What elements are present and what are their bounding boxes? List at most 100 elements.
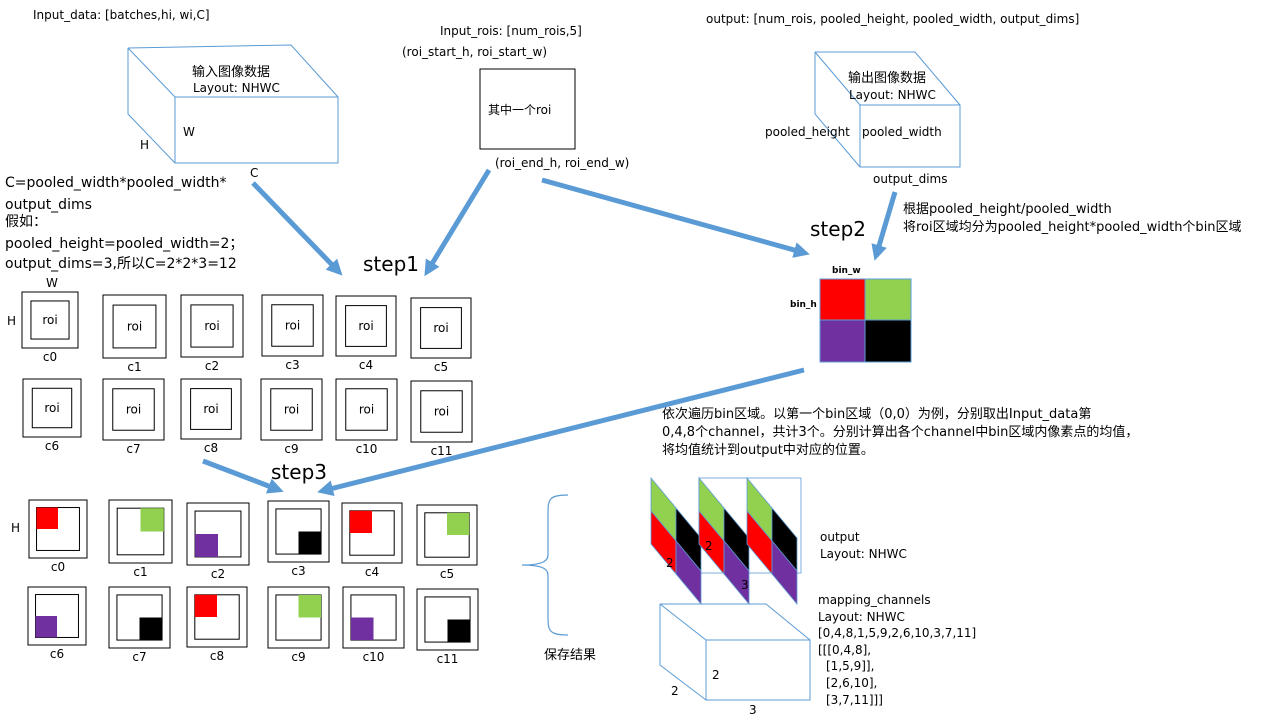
result-frame (108, 499, 173, 564)
result-frame (416, 588, 479, 651)
step3-desc-line3: 将均值统计到output中对应的位置。 (662, 442, 874, 458)
output-cube-title: 输出图像数据 (848, 70, 926, 86)
channel-roi-box (345, 305, 387, 347)
result-channel-label: c2 (211, 567, 225, 581)
channel-cell: roi c9 (260, 378, 323, 456)
roi-box-label: 其中一个roi (488, 102, 551, 117)
channel-label: c9 (284, 442, 298, 456)
result-cell: c5 (416, 504, 478, 581)
channel-roi-box (112, 304, 157, 349)
step3-desc-line1: 依次遍历bin区域。以第一个bin区域（0,0）为例，分别取出Input_dat… (662, 406, 1091, 422)
result-channel-label: c8 (210, 649, 224, 663)
output-block-label: output (820, 530, 860, 544)
result-cell: c6 (27, 586, 87, 661)
output-cube (814, 51, 961, 168)
channel-roi-box (270, 388, 313, 431)
result-frame (28, 499, 88, 559)
result-bin-black (139, 617, 163, 641)
channel-roi-label: roi (204, 319, 219, 333)
result-cell: c8 (186, 586, 248, 663)
result-bin-red (349, 510, 372, 533)
result-cell: c2 (186, 502, 250, 581)
output-block-dim-2a: 2 (666, 556, 674, 570)
channel-roi-box (30, 300, 70, 340)
input-cube (127, 44, 339, 164)
channel-frame (180, 378, 242, 440)
input-cube-h: H (140, 138, 149, 152)
channel-frame (261, 294, 324, 357)
arrow-grid-to-step3 (202, 458, 284, 494)
input-cube-layout: Layout: NHWC (193, 81, 280, 95)
result-bin-purple (350, 617, 374, 641)
result-channel-label: c3 (291, 564, 305, 578)
channel-grid: roic0roic1roic2roic3roic4roic5roic6roic7… (21, 291, 473, 458)
result-frame (267, 586, 330, 649)
mapping-layout: Layout: NHWC (818, 610, 905, 624)
output-dims-label: output_dims (873, 172, 947, 186)
channel-roi-box (271, 304, 314, 347)
result-h-label: H (11, 521, 20, 535)
channel-roi-box (112, 388, 155, 431)
formula-text: C=pooled_width*pooled_width* output_dims… (5, 175, 243, 272)
mapping-text: mapping_channels Layout: NHWC [0,4,8,1,5… (818, 593, 976, 707)
grid-w-label: W (46, 276, 58, 290)
bin-w-label: bin_w (832, 266, 861, 276)
channel-frame (102, 294, 167, 359)
channel-frame (21, 291, 79, 349)
mapping-line3: [1,5,9]], (826, 659, 874, 673)
result-frame (341, 502, 403, 564)
channel-roi-box (190, 388, 232, 430)
result-channel-label: c0 (51, 560, 65, 574)
channel-roi-label: roi (284, 403, 299, 417)
channel-roi-label: roi (126, 403, 141, 417)
result-bin-green (298, 594, 322, 618)
channel-frame (260, 378, 323, 441)
channel-roi-box (31, 387, 73, 429)
formula-line3: 假如： (5, 214, 47, 230)
result-cell: c10 (342, 586, 405, 664)
mapping-dim-2a: 2 (671, 684, 679, 698)
channel-frame (180, 294, 244, 358)
mapping-line2: [[[0,4,8], (818, 643, 871, 657)
channel-roi-label: roi (358, 319, 373, 333)
result-channel-label: c11 (437, 652, 459, 666)
channel-frame (335, 295, 397, 357)
channel-roi-label: roi (434, 405, 449, 419)
channel-label: c1 (127, 360, 141, 374)
brace-icon (521, 494, 569, 636)
arrow-bin-to-step3 (317, 367, 805, 497)
result-bin-red (194, 594, 217, 617)
bin-red (819, 278, 866, 321)
channel-roi-label: roi (285, 319, 300, 333)
result-bin-purple (195, 534, 218, 557)
channel-frame (335, 378, 398, 441)
mapping-cube (659, 603, 811, 701)
mapping-line4: [2,6,10], (826, 676, 877, 690)
step2-desc-line1: 根据pooled_height/pooled_width (903, 202, 1112, 217)
roi-box (479, 68, 576, 150)
input-cube-w: W (183, 125, 195, 139)
arrow-input-to-step1 (251, 181, 343, 276)
channel-roi-box (190, 304, 234, 348)
grid-h-label: H (7, 314, 16, 328)
channel-label: c10 (356, 442, 378, 456)
channel-roi-label: roi (42, 313, 57, 327)
step1-label: step1 (363, 252, 419, 276)
result-frame (186, 586, 248, 648)
step2-label: step2 (810, 217, 866, 241)
result-bin-black (298, 531, 322, 555)
mapping-dim-2b: 2 (712, 668, 720, 682)
arrow-roi-to-step1 (424, 168, 492, 277)
channel-roi-label: roi (433, 321, 448, 335)
result-frame (267, 500, 330, 563)
step2-desc-line2: 将roi区域均分为pooled_height*pooled_width个bin区… (903, 220, 1242, 235)
channel-frame (410, 297, 472, 359)
mapping-dim-3: 3 (749, 703, 757, 717)
result-frame (108, 586, 171, 649)
